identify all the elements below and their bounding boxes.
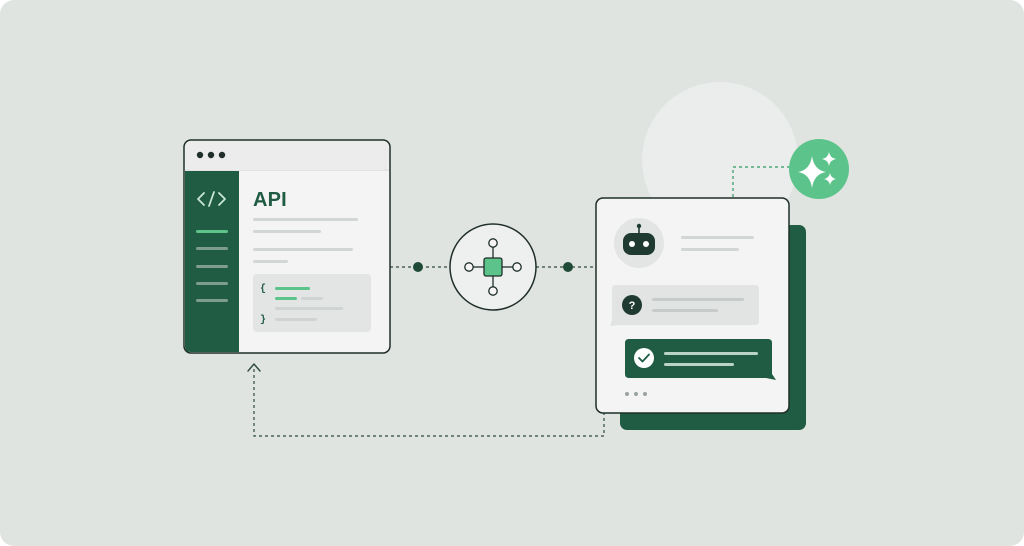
text-line	[253, 248, 353, 251]
code-line	[301, 297, 323, 300]
text-line	[253, 260, 288, 263]
return-arrow-head	[247, 363, 261, 372]
answer-line	[664, 363, 734, 366]
text-line	[253, 230, 321, 233]
code-close-brace: }	[260, 314, 266, 326]
hub-chat-connector-node	[563, 262, 573, 272]
question-bubble	[610, 285, 759, 326]
sidebar-item	[196, 299, 228, 302]
answer-bubble	[625, 339, 776, 380]
question-mark-icon	[622, 295, 642, 315]
code-line	[275, 307, 343, 310]
code-line	[275, 318, 317, 321]
chat-window: ?	[595, 197, 806, 430]
window-dot-2	[207, 151, 215, 159]
code-line	[275, 287, 310, 290]
api-title: API	[253, 189, 287, 211]
ai-badge-connector	[732, 166, 790, 200]
ai-badge	[789, 139, 849, 199]
question-mark: ?	[629, 300, 636, 312]
typing-dots-icon	[625, 392, 647, 396]
question-line	[652, 309, 718, 312]
text-line	[253, 218, 358, 221]
sidebar-item	[196, 282, 228, 285]
robot-icon	[623, 223, 655, 255]
window-dot-1	[196, 151, 204, 159]
question-line	[652, 298, 744, 301]
code-open-brace: {	[260, 283, 266, 295]
sidebar-item	[196, 265, 228, 268]
checkmark-icon	[634, 348, 654, 368]
return-connector	[253, 366, 605, 437]
answer-line	[664, 352, 758, 355]
api-window: { }	[183, 139, 391, 354]
api-sidebar	[185, 171, 239, 352]
header-line	[681, 236, 754, 239]
code-block	[253, 274, 371, 332]
sidebar-item	[196, 247, 228, 250]
window-dot-3	[218, 151, 226, 159]
code-line	[275, 297, 297, 300]
window-controls	[196, 151, 226, 159]
network-hub-icon	[449, 223, 537, 311]
sparkles-icon	[798, 152, 836, 188]
header-line	[681, 248, 739, 251]
code-brackets-icon	[197, 191, 226, 207]
api-hub-connector-node	[413, 262, 423, 272]
sidebar-item-active	[196, 230, 228, 233]
